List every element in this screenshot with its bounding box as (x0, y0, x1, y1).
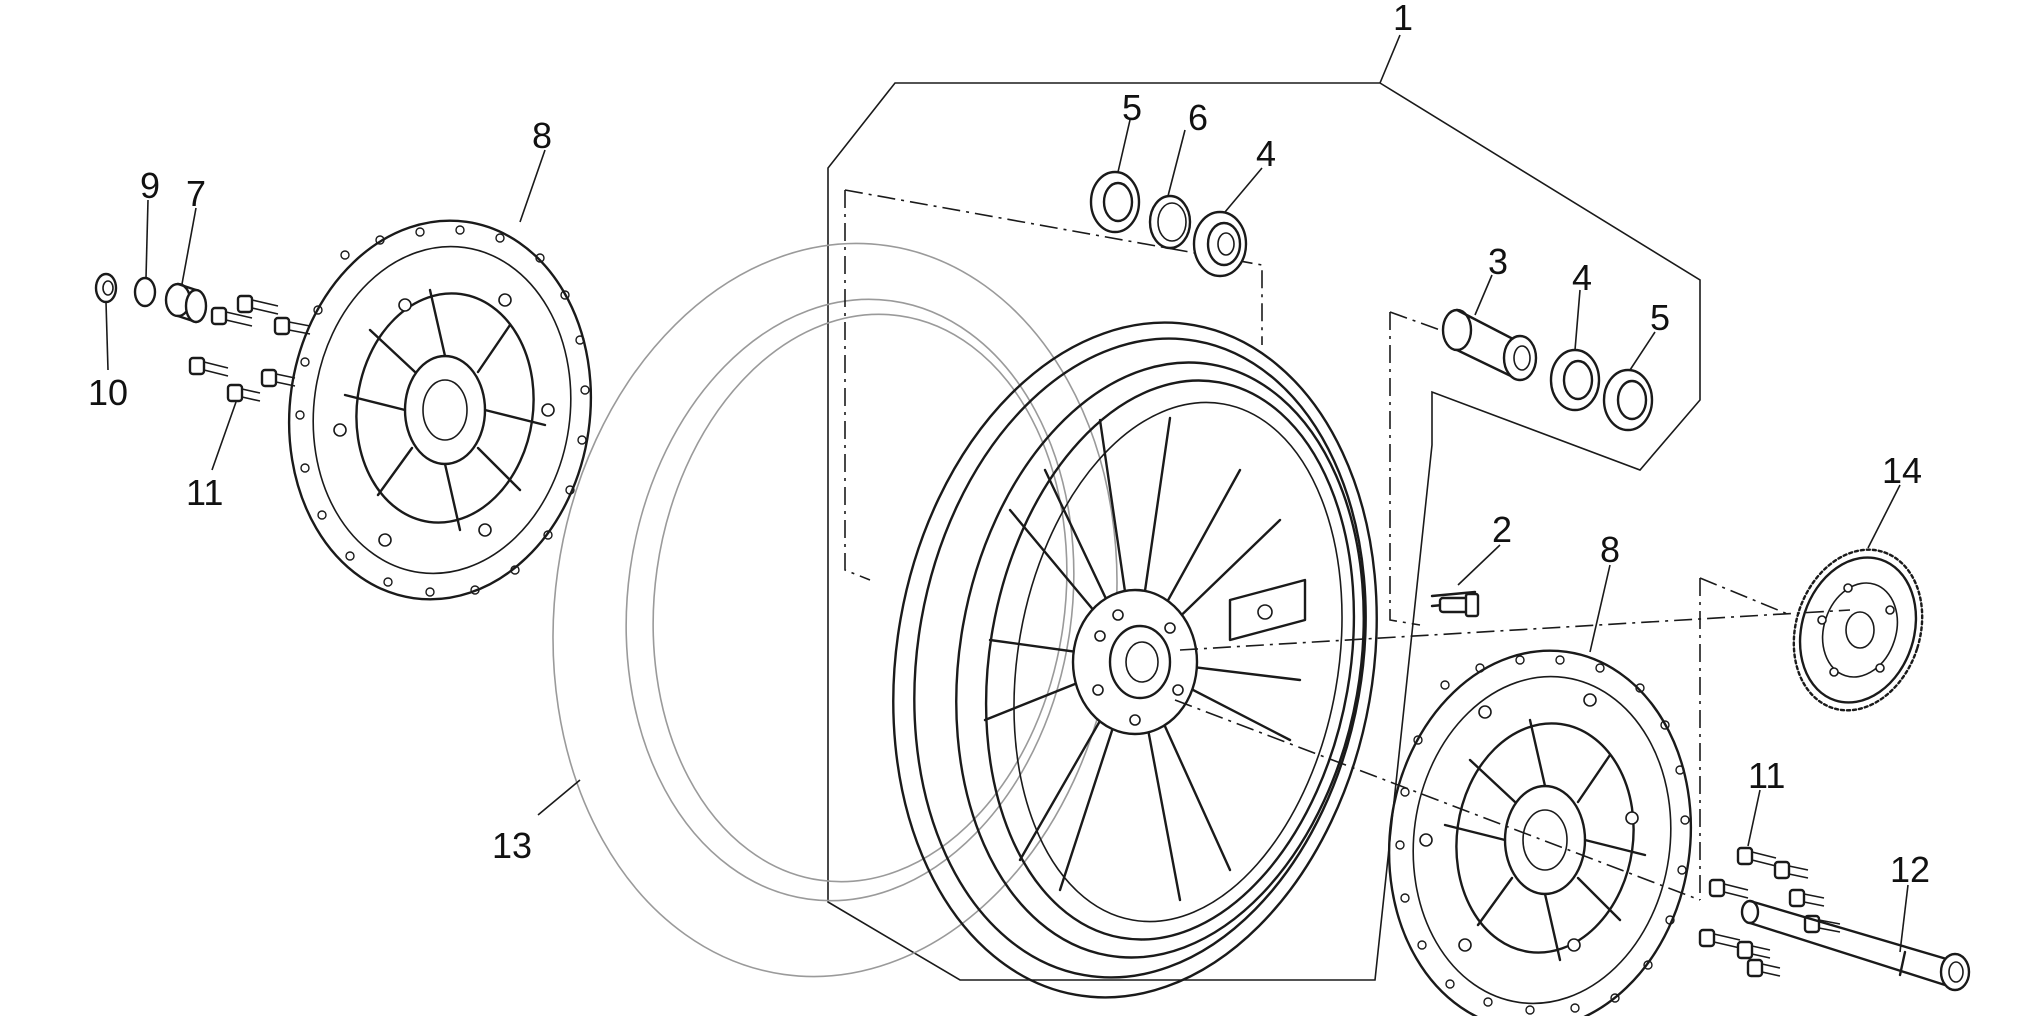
callouts: 1 5 6 4 3 4 5 2 8 9 7 10 11 8 14 11 12 1… (88, 0, 1930, 890)
axle-12 (1740, 899, 1971, 992)
bearing-4-right (1549, 348, 1601, 412)
spacer-plate-2 (1228, 578, 1480, 642)
assembly-outline (827, 82, 1701, 981)
callout-13: 13 (492, 825, 532, 866)
leader-lines (105, 34, 1909, 953)
brake-disc-left (287, 219, 593, 601)
bearing-4-left (1192, 210, 1248, 278)
callout-3: 3 (1488, 241, 1508, 282)
sensor-centerline (1179, 609, 1851, 651)
callout-12: 12 (1890, 849, 1930, 890)
callout-1: 1 (1393, 0, 1413, 38)
callout-6: 6 (1188, 97, 1208, 138)
callout-8-right: 8 (1600, 529, 1620, 570)
guide-left-drop (844, 190, 871, 581)
seal-5-left (1089, 170, 1141, 234)
callout-4-left: 4 (1256, 133, 1276, 174)
tone-wheel-14 (1792, 548, 1924, 712)
guide-right-bearings (1389, 312, 1421, 626)
spacer-7 (164, 282, 208, 324)
bolts-11-left (188, 294, 311, 403)
bolts-11-right (1698, 846, 1841, 978)
callout-5-left: 5 (1122, 87, 1142, 128)
washer-9 (133, 276, 157, 308)
callout-10: 10 (88, 372, 128, 413)
callout-7: 7 (186, 173, 206, 214)
wheel-rim (892, 321, 1378, 999)
brake-disc-right (1387, 649, 1693, 1021)
callout-2: 2 (1492, 509, 1512, 550)
callout-8-left: 8 (532, 115, 552, 156)
seal-5-right (1602, 368, 1654, 432)
circlip-6 (1148, 194, 1192, 250)
callout-11-right: 11 (1748, 755, 1785, 796)
callout-9: 9 (140, 165, 160, 206)
guide-right-top (1389, 311, 1441, 331)
guide-tonewheel-top (1699, 577, 1791, 616)
callout-5-right: 5 (1650, 297, 1670, 338)
axle-centerline (1174, 699, 1701, 901)
tire (552, 242, 1118, 978)
spacer-tube-3 (1441, 308, 1538, 382)
guide-left-bearings (844, 189, 1263, 345)
callout-14: 14 (1882, 450, 1922, 491)
callout-11-left: 11 (186, 472, 223, 513)
nut-10 (94, 272, 118, 304)
callout-4-right: 4 (1572, 257, 1592, 298)
